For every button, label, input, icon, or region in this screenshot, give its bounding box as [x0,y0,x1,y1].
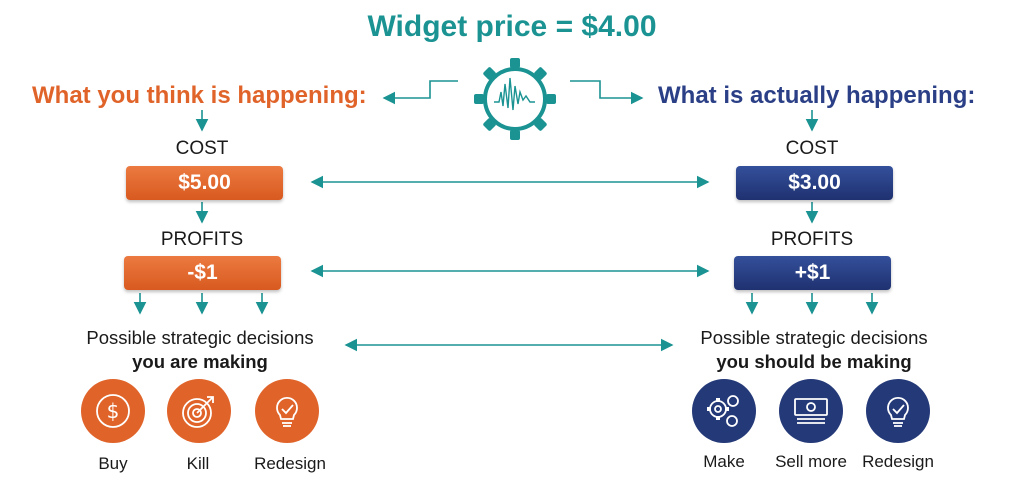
left-decisions-line2: you are making [132,351,268,372]
lightbulb-icon [255,379,319,443]
right-profits-box: +$1 [734,256,891,290]
svg-text:$: $ [107,399,120,423]
left-decisions-text: Possible strategic decisions you are mak… [50,326,350,374]
left-cost-box: $5.00 [126,166,283,200]
left-profits-label: PROFITS [160,229,244,250]
option-label-redesign-right: Redesign [862,452,934,471]
option-label-redesign-left: Redesign [254,454,326,473]
target-icon [167,379,231,443]
left-profits-box: -$1 [124,256,281,290]
right-profits-value: +$1 [794,261,831,284]
option-label-buy: Buy [98,454,128,473]
right-heading: What is actually happening: [658,82,976,109]
left-cost-value: $5.00 [178,171,231,194]
option-label-sell-more: Sell more [775,452,847,471]
page-title: Widget price = $4.00 [367,10,657,43]
right-cost-box: $3.00 [736,166,893,200]
left-cost-label: COST [175,138,229,159]
left-decisions-line1: Possible strategic decisions [86,327,314,348]
option-label-kill: Kill [186,454,210,473]
gears-icon [692,379,756,443]
right-cost-label: COST [785,138,839,159]
gear-chart-icon [472,56,558,142]
option-label-make: Make [703,452,745,471]
right-profits-label: PROFITS [770,229,854,250]
right-cost-value: $3.00 [788,171,841,194]
left-profits-value: -$1 [187,261,218,284]
banknote-icon [779,379,843,443]
right-decisions-line2: you should be making [716,351,912,372]
dollar-icon: $ [81,379,145,443]
left-heading: What you think is happening: [32,82,367,109]
right-decisions-line1: Possible strategic decisions [700,327,928,348]
right-decisions-text: Possible strategic decisions you should … [664,326,964,374]
lightbulb-icon [866,379,930,443]
